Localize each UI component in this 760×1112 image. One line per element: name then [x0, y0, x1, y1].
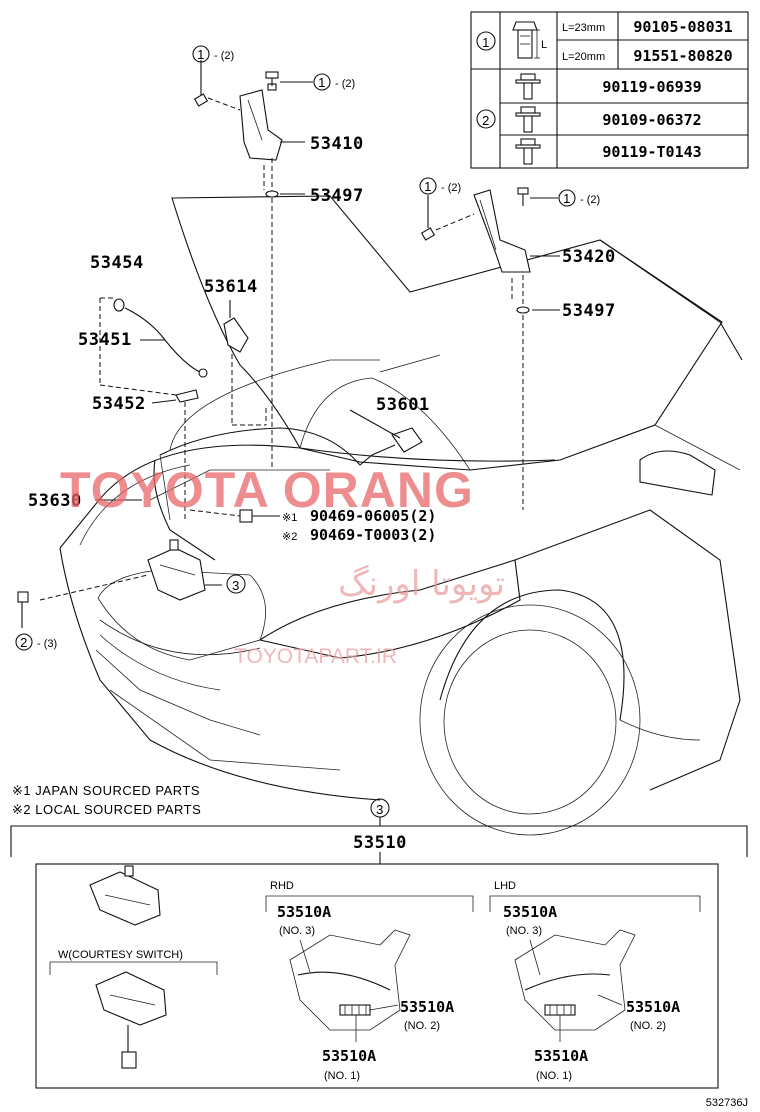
- label-53614: 53614: [204, 277, 258, 297]
- qty-label: - (2): [441, 182, 461, 194]
- label-mark-1: ※1: [282, 512, 297, 524]
- label-53630: 53630: [28, 491, 82, 511]
- bolt-icon: [515, 106, 541, 133]
- hood-lock: [17, 499, 280, 628]
- label-courtesy-switch: W(COURTESY SWITCH): [58, 949, 183, 961]
- label-no3-lhd: (NO. 3): [506, 925, 542, 937]
- label-53454: 53454: [90, 253, 144, 273]
- illustration-code: 532736J: [706, 1097, 748, 1109]
- label-53452: 53452: [92, 394, 146, 414]
- footnote-local: ※2 LOCAL SOURCED PARTS: [12, 802, 201, 817]
- clip-nut-icon: L: [512, 21, 547, 59]
- marker-1-icon: [419, 177, 437, 195]
- label-rhd: RHD: [270, 880, 294, 892]
- label-53497-right: 53497: [562, 301, 616, 321]
- marker-2-icon: [476, 109, 496, 129]
- label-no1-rhd: (NO. 1): [324, 1070, 360, 1082]
- washer-icon: [265, 190, 279, 198]
- detail-marker-3: 3: [376, 802, 384, 817]
- label-53510A-lhd-no1: 53510A: [534, 1047, 588, 1065]
- detail-section-3: 3 53510 W(COURTESY SWITCH) RHD 53510A (N…: [10, 798, 748, 1089]
- fastener-legend-table: 1 2 L L=23mm L=20mm 90105-08031 91551-80…: [470, 11, 749, 169]
- marker-1-label: 1: [318, 75, 326, 90]
- rhd-spring-assembly: [289, 929, 411, 1042]
- marker-2-icon: [15, 633, 33, 651]
- qty-label: - (2): [335, 78, 355, 90]
- marker-2-label: 2: [20, 635, 28, 650]
- hood-lock-thumbnail: [89, 865, 161, 926]
- label-no2-lhd: (NO. 2): [630, 1020, 666, 1032]
- legend-length-1: L=23mm: [562, 22, 605, 34]
- legend-marker-2: 2: [482, 113, 490, 128]
- label-53510: 53510: [353, 833, 407, 853]
- legend-part-90105-08031: 90105-08031: [633, 18, 732, 36]
- bolt-icon: [515, 73, 541, 100]
- qty-label: - (2): [214, 50, 234, 62]
- qty-label: - (3): [37, 638, 57, 650]
- label-53497-left: 53497: [310, 186, 364, 206]
- legend-part-91551-80820: 91551-80820: [633, 47, 732, 65]
- marker-3-icon: [226, 574, 246, 594]
- label-lhd: LHD: [494, 880, 516, 892]
- callouts: 1 - (2) 1 - (2) 1 - (2) 1 - (2) 3 2 - (3…: [15, 45, 616, 651]
- marker-1-label: 1: [197, 47, 205, 62]
- label-no2-rhd: (NO. 2): [404, 1020, 440, 1032]
- watermark-url: TOYOTAPART.IR: [234, 645, 397, 668]
- label-53601: 53601: [376, 395, 430, 415]
- label-mark-2: ※2: [282, 531, 297, 543]
- marker-1-icon: [313, 73, 331, 91]
- qty-label: - (2): [580, 194, 600, 206]
- legend-part-90119-T0143: 90119-T0143: [602, 143, 701, 161]
- vehicle-outline: [59, 195, 743, 836]
- label-no3-rhd: (NO. 3): [279, 925, 315, 937]
- footnote-japan: ※1 JAPAN SOURCED PARTS: [12, 783, 200, 798]
- watermark-farsi: تویوتا اورنگ: [338, 564, 505, 604]
- hood-lock-with-switch-thumbnail: [95, 971, 167, 1069]
- marker-1-icon: [192, 45, 210, 63]
- hood-release-handle: [223, 300, 267, 426]
- bolt-icon: [515, 138, 541, 165]
- marker-1-icon: [476, 31, 496, 51]
- marker-1-label: 1: [424, 179, 432, 194]
- legend-part-90109-06372: 90109-06372: [602, 111, 701, 129]
- legend-marker-1: 1: [482, 35, 490, 50]
- marker-1-label: 1: [563, 191, 571, 206]
- legend-part-90119-06939: 90119-06939: [602, 78, 701, 96]
- legend-dim-L: L: [541, 39, 547, 51]
- marker-1-icon: [558, 189, 576, 207]
- watermark-main: TOYOTA ORANG: [60, 462, 474, 518]
- hood-release-cable: [153, 354, 441, 561]
- washer-icon: [516, 306, 530, 314]
- label-90469-T0003: 90469-T0003(2): [310, 526, 436, 544]
- label-53510A-rhd-no1: 53510A: [322, 1047, 376, 1065]
- label-53510A-rhd-no3: 53510A: [277, 903, 331, 921]
- label-53420: 53420: [562, 247, 616, 267]
- label-53510A-lhd-no2: 53510A: [626, 998, 680, 1016]
- hood-hinge-right: [420, 187, 560, 510]
- label-53451: 53451: [78, 330, 132, 350]
- label-no1-lhd: (NO. 1): [536, 1070, 572, 1082]
- hood-stay: [99, 297, 208, 520]
- label-53410: 53410: [310, 134, 364, 154]
- legend-length-2: L=20mm: [562, 51, 605, 63]
- label-53510A-rhd-no2: 53510A: [400, 998, 454, 1016]
- lhd-spring-assembly: [514, 929, 636, 1042]
- hood-hinge-left: [193, 60, 305, 470]
- label-53510A-lhd-no3: 53510A: [503, 903, 557, 921]
- marker-3-label: 3: [232, 578, 240, 593]
- label-90469-06005: 90469-06005(2): [310, 507, 436, 525]
